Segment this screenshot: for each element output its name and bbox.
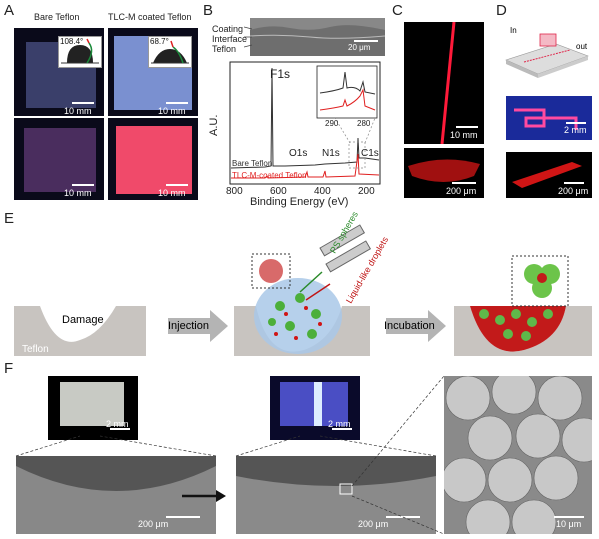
repair-after-sem: 200 μm (236, 456, 436, 534)
scale-a4: 10 mm (158, 188, 186, 198)
xtick-800: 800 (226, 186, 243, 197)
tube-fluorescence-photo: 10 mm (404, 21, 484, 145)
coated-teflon-photo: 68.7° 10 mm (108, 28, 198, 116)
repair-before-photo: 2 mm (48, 376, 138, 440)
serpentine-channel-photo: 2 mm (506, 96, 592, 140)
repair-after-photo: 2 mm (270, 376, 360, 440)
contact-angle-droplet-icon (61, 38, 99, 64)
xps-spectrum-chart (229, 61, 381, 185)
bare-teflon-uv-photo: 10 mm (14, 118, 104, 200)
contact-angle-droplet-icon (151, 40, 189, 64)
repaired-filling (470, 306, 566, 352)
panel-label-b: B (203, 2, 214, 19)
ps-spheres-injected (268, 293, 321, 339)
scale-f1: 2 mm (106, 419, 129, 429)
arrow-right-icon (182, 490, 226, 502)
scale-a1: 10 mm (64, 106, 92, 116)
ps-spheres-repaired (479, 309, 553, 341)
panel-label-d: D (496, 2, 507, 19)
scale-d2: 200 μm (558, 186, 589, 196)
inset-tick-290: 290 (325, 119, 339, 128)
angle-bare: 108.4° (60, 37, 84, 46)
peak-o1s: O1s (289, 148, 308, 159)
coated-teflon-title: TLC-M coated Teflon (108, 12, 192, 22)
contact-angle-inset-coated: 68.7° (148, 36, 192, 68)
liquid-droplets-injected (274, 306, 322, 340)
bare-teflon-photo: 108.4° 10 mm (14, 28, 104, 116)
droplet-zoom (259, 259, 283, 283)
peak-f1s: F1s (270, 67, 291, 81)
layer-coating: Coating (212, 24, 244, 34)
legend-coated-teflon: TLC-M-coated Teflon (232, 171, 307, 180)
series-bare-teflon (230, 67, 380, 169)
sem-scale-b: 20 μm (348, 43, 371, 52)
layer-pointer-arrows (244, 26, 253, 48)
xps-ylabel: A.U. (208, 114, 220, 136)
inset-tick-280: 280 (357, 119, 371, 128)
repair-schematic (14, 224, 592, 356)
teflon-substrate-repaired (454, 306, 592, 356)
incubation-label: Incubation (384, 320, 435, 332)
panel-label-f: F (4, 360, 14, 377)
angle-coated: 68.7° (150, 37, 169, 46)
microfluidic-chip-illustration: In out (500, 22, 592, 80)
panel-label-e: E (4, 210, 15, 227)
arrow-injection (168, 310, 228, 342)
contact-angle-inset-bare: 108.4° (58, 36, 102, 68)
legend-bare-teflon: Bare Teflon (232, 159, 273, 168)
chart-frame (229, 61, 381, 185)
teflon-substrate-damaged (14, 306, 146, 356)
layer-teflon: Teflon (212, 44, 237, 54)
scale-c2: 200 μm (446, 186, 477, 196)
panel-label-c: C (392, 2, 403, 19)
scale-f5: 10 μm (556, 519, 582, 529)
scale-a3: 10 mm (64, 188, 92, 198)
scale-f2: 200 μm (138, 519, 169, 529)
xtick-600: 600 (270, 186, 287, 197)
teflon-label: Teflon (22, 344, 49, 355)
peak-c1s: C1s (361, 148, 379, 159)
ps-spheres-sem: 10 μm (441, 369, 599, 539)
scale-c1: 10 mm (450, 130, 478, 140)
channel-cross-section-photo: 200 μm (506, 152, 592, 198)
series-coated-teflon (231, 153, 380, 179)
scale-f4: 200 μm (358, 519, 389, 529)
bare-teflon-title: Bare Teflon (34, 12, 80, 22)
scale-d1: 2 mm (564, 125, 587, 135)
coated-teflon-uv-photo: 10 mm (108, 118, 198, 200)
injected-droplet (254, 278, 342, 354)
tube-cross-section-photo: 200 μm (404, 148, 484, 198)
xtick-200: 200 (358, 186, 375, 197)
scale-a2: 10 mm (158, 106, 186, 116)
peak-n1s: N1s (322, 148, 340, 159)
zoom-guide-lines (15, 375, 445, 535)
syringe-icon (299, 224, 372, 301)
xps-xlabel: Binding Energy (eV) (250, 196, 349, 208)
arrow-incubation (386, 310, 446, 342)
inlet-label: In (510, 26, 517, 35)
injection-label: Injection (168, 320, 209, 332)
cross-section-sem: 20 μm (249, 18, 386, 56)
xtick-400: 400 (314, 186, 331, 197)
panel-label-a: A (4, 2, 15, 19)
layer-interface: Interface (212, 34, 248, 44)
damage-label: Damage (62, 314, 104, 326)
outlet-label: out (576, 42, 588, 51)
scale-f3: 2 mm (328, 419, 351, 429)
